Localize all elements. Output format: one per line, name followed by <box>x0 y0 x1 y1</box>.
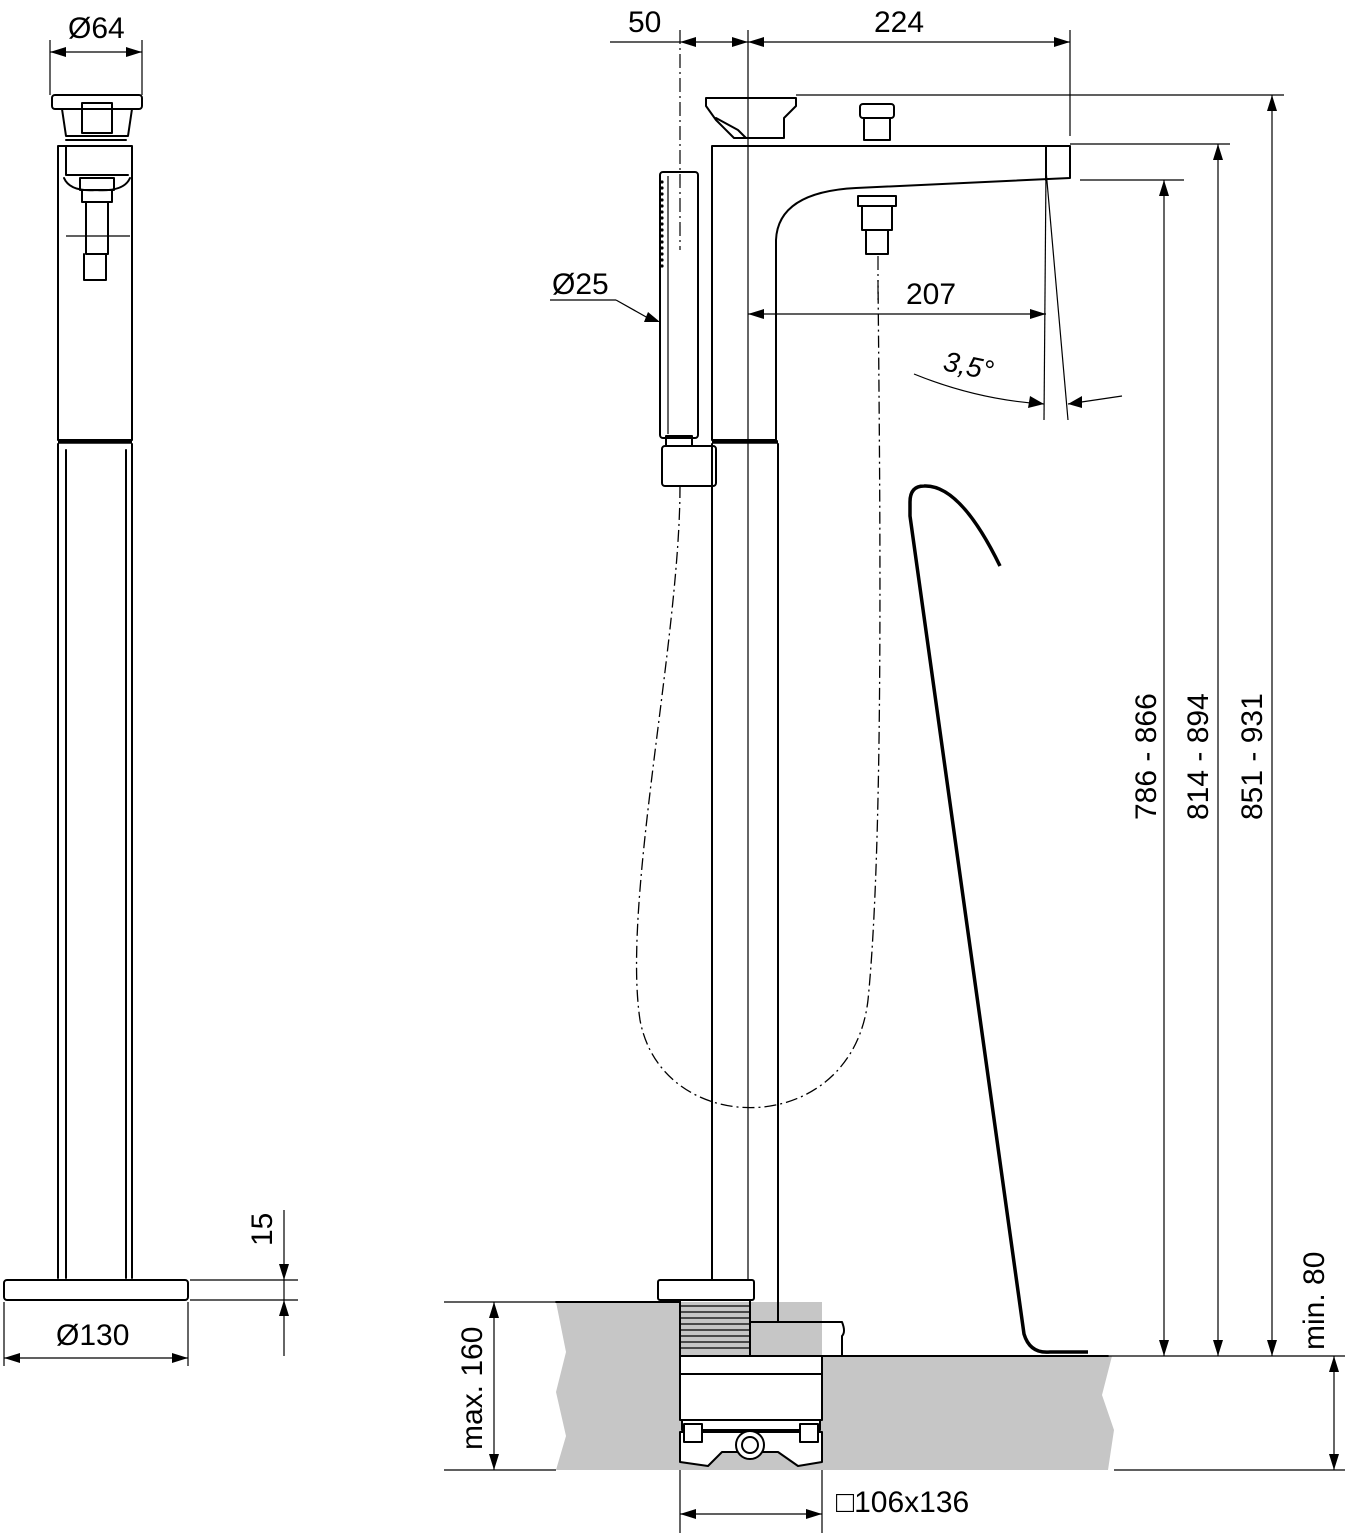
spout-angle-label: 3,5° <box>941 346 996 387</box>
floor-depth-max-label: max. 160 <box>456 1327 489 1450</box>
spout-reach-label: 207 <box>906 278 956 311</box>
bathtub-rim <box>908 484 1088 1354</box>
floor-section <box>555 1301 1114 1470</box>
side-dimensions: Ø64 Ø130 15 <box>3 12 298 1366</box>
height-spout-top-label: 814 - 894 <box>1182 693 1215 820</box>
base-thickness-label: 15 <box>246 1213 279 1246</box>
thread-lines <box>680 1305 750 1349</box>
top-diameter-label: Ø64 <box>68 12 125 45</box>
base-diameter-label: Ø130 <box>56 1319 129 1352</box>
floor-depth-min-label: min. 80 <box>1298 1252 1331 1350</box>
front-dimensions: 50 224 Ø25 207 3,5° 786 - 866 <box>444 6 1345 1533</box>
height-outlet-label: 786 - 866 <box>1130 693 1163 820</box>
front-view <box>635 97 1071 1467</box>
height-total-label: 851 - 931 <box>1236 693 1269 820</box>
handshower-diameter-label: Ø25 <box>552 268 609 301</box>
handshower-offset-label: 50 <box>628 6 661 39</box>
box-size-label: □106x136 <box>836 1486 969 1519</box>
spout-projection-label: 224 <box>874 6 924 39</box>
side-view <box>3 94 189 1301</box>
shower-nozzle-dots <box>660 180 664 268</box>
